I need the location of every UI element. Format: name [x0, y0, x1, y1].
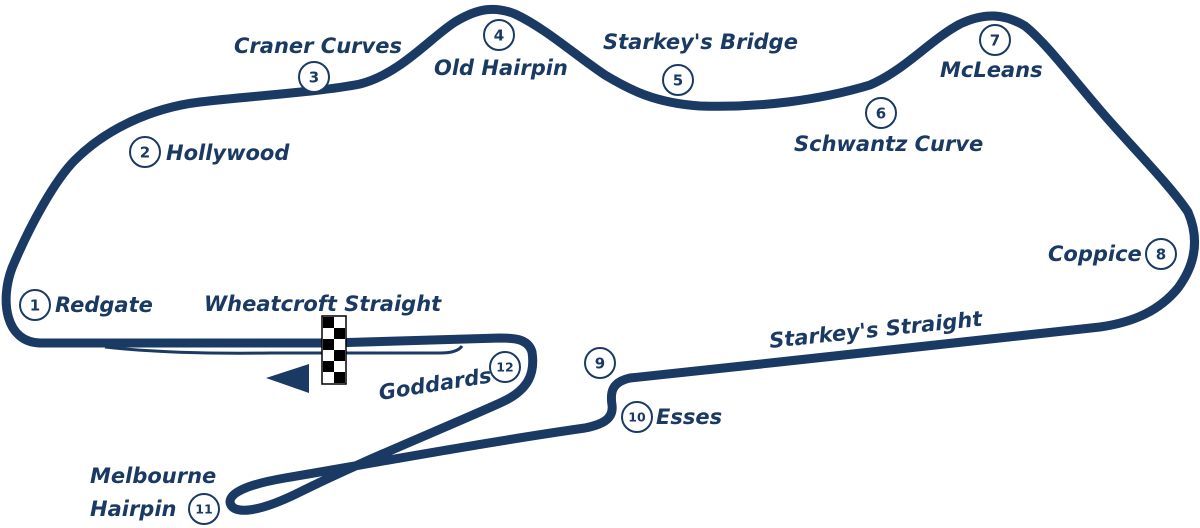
checkered-flag-icon — [321, 315, 347, 385]
flag-square — [334, 350, 345, 361]
svg-text:10: 10 — [628, 410, 646, 425]
turn-11-name-line-1: Melbourne — [90, 464, 216, 488]
turn-7-name: McLeans — [940, 58, 1043, 82]
turn-6-marker: 6 — [865, 97, 897, 129]
turn-10-name: Esses — [656, 405, 722, 429]
turn-2-name: Hollywood — [166, 141, 290, 165]
flag-square — [323, 339, 334, 350]
turn-2-marker: 2 — [129, 136, 161, 168]
svg-text:12: 12 — [496, 360, 513, 375]
wheatcroft-straight-label: Wheatcroft Straight — [204, 292, 442, 316]
svg-text:8: 8 — [1156, 246, 1166, 264]
svg-text:6: 6 — [876, 105, 886, 123]
svg-text:2: 2 — [140, 144, 150, 162]
svg-text:7: 7 — [990, 32, 1000, 50]
track-outline — [1, 4, 1200, 515]
turn-3-marker: 3 — [298, 61, 330, 93]
svg-text:5: 5 — [673, 72, 683, 90]
direction-arrow-icon — [266, 364, 309, 393]
flag-square — [334, 328, 345, 339]
turn-5-name: Starkey's Bridge — [603, 30, 798, 54]
turn-4-marker: 4 — [483, 19, 515, 51]
flag-square — [323, 317, 334, 328]
svg-text:11: 11 — [195, 502, 212, 517]
turn-11-marker: 11 — [188, 493, 220, 525]
turn-4-name: Old Hairpin — [434, 56, 568, 80]
turn-1-name: Redgate — [55, 293, 153, 317]
turn-5-marker: 5 — [662, 64, 694, 96]
svg-text:4: 4 — [494, 27, 504, 45]
flag-square — [334, 372, 345, 383]
turn-7-marker: 7 — [979, 24, 1011, 56]
turn-8-marker: 8 — [1145, 238, 1177, 270]
turn-12-marker: 12 — [489, 351, 521, 383]
svg-text:1: 1 — [30, 297, 40, 315]
turn-12-name: Goddards — [377, 363, 493, 405]
pit-lane — [104, 345, 464, 355]
flag-square — [323, 361, 334, 372]
turn-6-name: Schwantz Curve — [794, 132, 983, 156]
svg-text:9: 9 — [595, 355, 605, 373]
turn-3-name: Craner Curves — [234, 34, 402, 58]
turn-11-name-line-2: Hairpin — [90, 497, 176, 521]
turn-9-marker: 9 — [584, 347, 616, 379]
turn-8-name: Coppice — [1048, 242, 1142, 266]
turn-10-marker: 10 — [621, 401, 653, 433]
svg-text:3: 3 — [309, 69, 319, 87]
turn-1-marker: 1 — [19, 289, 51, 321]
